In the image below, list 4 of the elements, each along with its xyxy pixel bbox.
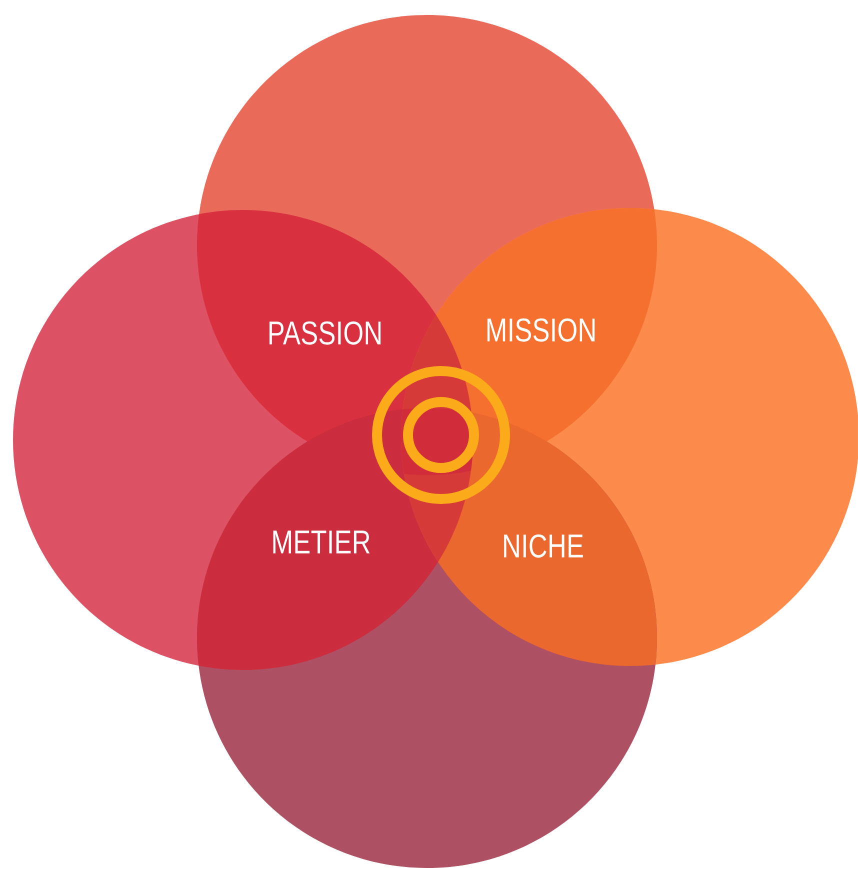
- region-label: MISSION: [487, 318, 595, 342]
- region-label: NICHE: [504, 534, 583, 558]
- region-label: PASSION: [269, 321, 381, 345]
- region-label: METIER: [273, 530, 370, 554]
